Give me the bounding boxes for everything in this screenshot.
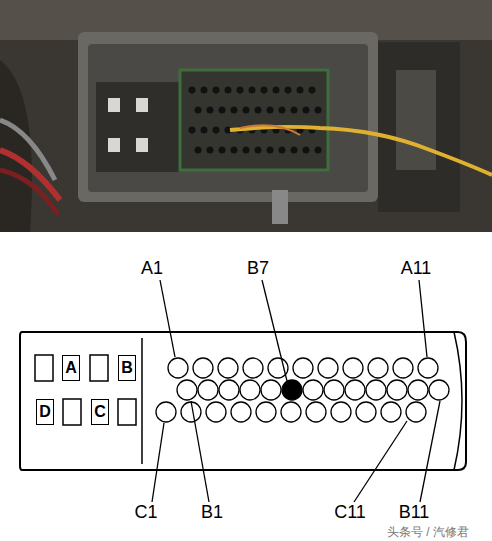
pin-hole xyxy=(291,147,298,154)
pin-hole xyxy=(206,402,226,422)
pin-label: B11 xyxy=(399,503,430,521)
pin-label: C11 xyxy=(334,503,366,521)
pin-hole xyxy=(243,358,263,378)
terminal-box: A xyxy=(62,355,80,381)
pin-hole xyxy=(198,380,218,400)
pin-hole xyxy=(240,380,260,400)
pin-hole xyxy=(231,107,238,114)
pin-hole xyxy=(273,87,280,94)
pin-hole xyxy=(406,402,426,422)
pin-hole xyxy=(279,107,286,114)
pin-hole xyxy=(393,358,413,378)
pin-hole xyxy=(243,147,250,154)
pin-hole xyxy=(291,107,298,114)
pin-hole xyxy=(418,358,438,378)
pin-hole xyxy=(249,87,256,94)
pin-hole xyxy=(267,107,274,114)
terminal-box: C xyxy=(91,399,109,425)
terminal-letter: D xyxy=(38,403,52,421)
pin-hole xyxy=(366,380,386,400)
pin-hole xyxy=(256,402,276,422)
pin-hole xyxy=(189,127,196,134)
pin-label: C1 xyxy=(134,503,157,521)
terminal-box: D xyxy=(36,399,54,425)
pin-hole xyxy=(387,380,407,400)
pin-hole xyxy=(429,380,449,400)
pin-hole xyxy=(231,147,238,154)
pin-hole xyxy=(213,87,220,94)
pin-label: B7 xyxy=(247,259,269,277)
pin-hole xyxy=(181,402,201,422)
pin-hole xyxy=(315,107,322,114)
pin-hole xyxy=(306,402,326,422)
pin-hole xyxy=(219,107,226,114)
pin-hole xyxy=(219,147,226,154)
pin-hole xyxy=(356,402,376,422)
pin-hole xyxy=(207,147,214,154)
pin-label: B1 xyxy=(201,503,223,521)
pin-hole xyxy=(225,87,232,94)
pin-hole xyxy=(282,380,302,400)
pin-hole xyxy=(231,402,251,422)
pin-hole xyxy=(281,402,301,422)
pin-hole xyxy=(309,87,316,94)
pin-hole xyxy=(285,87,292,94)
terminal-letter: A xyxy=(64,359,78,377)
pin-hole xyxy=(168,358,188,378)
watermark: 头条号 / 汽修君 xyxy=(387,526,469,538)
pin-label: A11 xyxy=(401,259,432,277)
pin-hole xyxy=(343,358,363,378)
pin-hole xyxy=(381,402,401,422)
pin-hole xyxy=(213,127,220,134)
pin-hole xyxy=(218,358,238,378)
pin-hole xyxy=(195,107,202,114)
pin-hole xyxy=(243,107,250,114)
pin-hole xyxy=(156,402,176,422)
pin-hole xyxy=(201,87,208,94)
pin-hole xyxy=(237,87,244,94)
pin-hole xyxy=(261,87,268,94)
pin-hole xyxy=(408,380,428,400)
pin-hole xyxy=(279,147,286,154)
pin-hole xyxy=(303,107,310,114)
pin-hole xyxy=(255,107,262,114)
pin-label: A1 xyxy=(141,259,163,277)
pin-hole xyxy=(368,358,388,378)
pin-hole xyxy=(195,147,202,154)
pin-hole xyxy=(303,147,310,154)
pin-hole xyxy=(193,358,213,378)
pin-hole xyxy=(201,127,208,134)
pin-hole xyxy=(207,107,214,114)
pin-hole xyxy=(345,380,365,400)
pin-hole xyxy=(331,402,351,422)
pin-hole xyxy=(261,380,281,400)
pin-hole xyxy=(177,380,197,400)
pin-hole xyxy=(303,380,323,400)
pin-hole xyxy=(219,380,239,400)
pin-hole xyxy=(267,147,274,154)
pin-hole xyxy=(297,87,304,94)
pin-hole xyxy=(318,358,338,378)
pin-hole xyxy=(315,147,322,154)
pin-hole xyxy=(324,380,344,400)
terminal-box: B xyxy=(118,355,136,381)
terminal-letter: C xyxy=(93,403,107,421)
pin-hole xyxy=(255,147,262,154)
pin-hole xyxy=(189,87,196,94)
terminal-letter: B xyxy=(120,359,134,377)
pin-hole xyxy=(293,358,313,378)
